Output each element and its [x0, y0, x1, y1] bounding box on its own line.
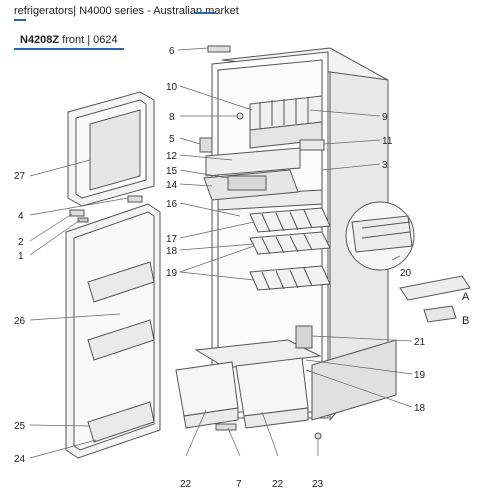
callout-8: 8 — [169, 112, 175, 123]
callout-21: 21 — [414, 337, 426, 348]
callout-1: 1 — [18, 251, 24, 262]
model-caption: N4208Z front | 0624 — [20, 34, 118, 46]
door-bin-top — [87, 261, 155, 303]
spare-part-b — [423, 305, 457, 323]
callout-22-left: 22 — [180, 479, 192, 490]
callout-4: 4 — [18, 211, 24, 222]
header-title: refrigerators| N4000 series - Australian… — [14, 5, 239, 17]
callout-20: 20 — [400, 268, 412, 279]
callout-23: 23 — [312, 479, 324, 490]
callout-12: 12 — [166, 151, 178, 162]
crisper-bins — [175, 357, 309, 429]
callout-16: 16 — [166, 199, 178, 210]
part-21 — [295, 325, 313, 349]
spare-part-a — [399, 275, 471, 301]
callout-14: 14 — [166, 180, 178, 191]
callout-26: 26 — [14, 316, 26, 327]
callout-b: B — [462, 315, 469, 327]
callout-a: A — [462, 291, 470, 303]
part-5 — [199, 137, 213, 153]
header-underline-right — [195, 12, 215, 14]
ice-tray — [299, 139, 325, 151]
callout-15: 15 — [166, 166, 178, 177]
callout-19-lower: 19 — [414, 370, 426, 381]
control-housing — [203, 147, 301, 201]
fridge-shelves — [249, 207, 331, 291]
crisper-cover-shelf — [194, 339, 322, 369]
callout-9: 9 — [382, 112, 388, 123]
callout-18-lower: 18 — [414, 403, 426, 414]
fridge-door — [65, 203, 161, 459]
callout-6: 6 — [169, 46, 175, 57]
callout-3: 3 — [382, 160, 388, 171]
callout-11: 11 — [382, 136, 393, 147]
model-suffix: front | 0624 — [59, 34, 118, 46]
door-bin-middle — [87, 319, 155, 361]
part-6 — [207, 45, 231, 53]
callout-5: 5 — [169, 134, 175, 145]
callout-2: 2 — [18, 237, 24, 248]
callout-27: 27 — [14, 171, 26, 182]
detail-magnifier — [345, 201, 415, 271]
part-23 — [314, 432, 322, 440]
door-bin-bottom — [87, 401, 155, 443]
callout-19-upper: 19 — [166, 268, 178, 279]
part-7 — [215, 423, 237, 431]
callout-17: 17 — [166, 234, 178, 245]
callout-10: 10 — [166, 82, 178, 93]
callout-24: 24 — [14, 454, 26, 465]
freezer-door — [67, 91, 155, 207]
callout-22-right: 22 — [272, 479, 284, 490]
callout-18-upper: 18 — [166, 246, 178, 257]
header-underline-left — [14, 19, 26, 21]
hinge-parts — [69, 195, 143, 223]
leader-lines — [29, 47, 413, 459]
callout-25: 25 — [14, 421, 26, 432]
model-underline — [14, 48, 124, 50]
model-code: N4208Z — [20, 34, 60, 46]
callout-7: 7 — [236, 479, 242, 490]
